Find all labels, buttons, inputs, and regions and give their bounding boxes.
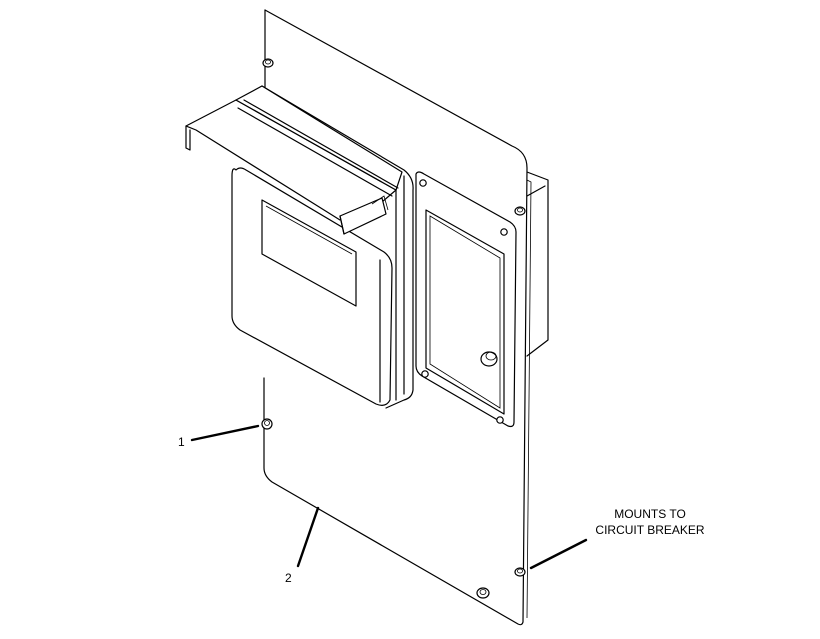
sun-hood — [185, 85, 403, 235]
rear-enclosure-box — [526, 171, 549, 357]
panel-bolt-right-upper — [514, 206, 526, 216]
note-mounts-to: MOUNTS TO — [614, 507, 686, 521]
panel-bolt-top — [262, 58, 274, 68]
callout-item-2: 2 — [285, 571, 292, 585]
panel-bolt-item-1 — [261, 418, 273, 430]
panel-bolt-bottom — [476, 587, 490, 599]
leader-item-2 — [296, 506, 320, 568]
note-circuit-breaker: CIRCUIT BREAKER — [595, 523, 704, 537]
leader-mounts-note — [529, 538, 588, 570]
access-cover-plate — [415, 171, 517, 428]
callout-item-1: 1 — [178, 435, 185, 449]
panel-bolt-right-lower — [514, 567, 526, 577]
leader-item-1 — [190, 424, 260, 442]
